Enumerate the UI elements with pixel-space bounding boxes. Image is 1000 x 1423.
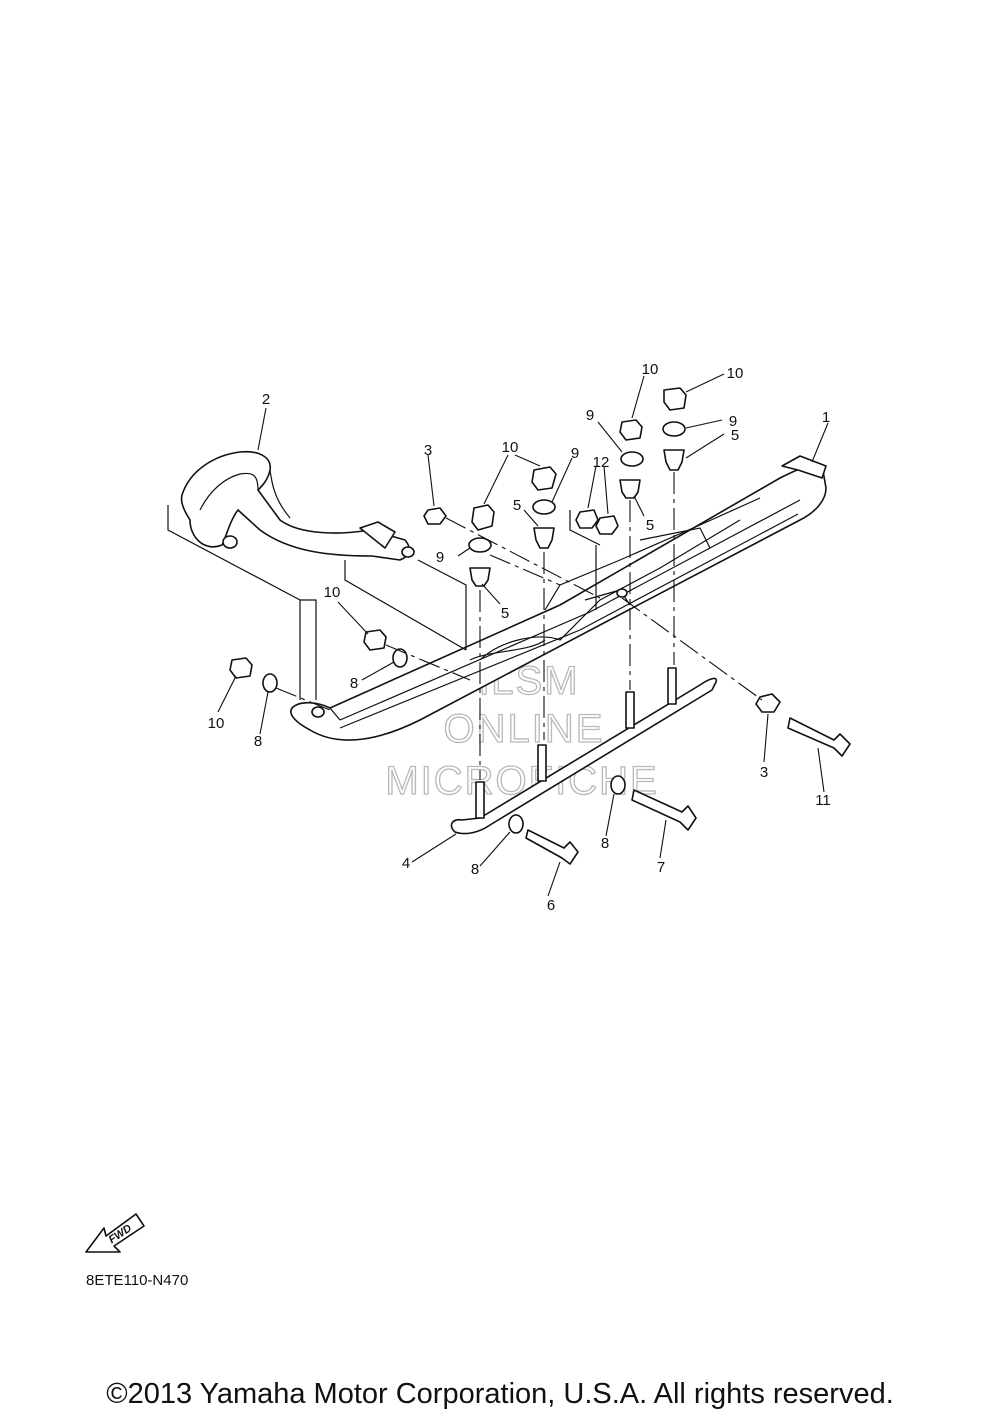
washer-8-c xyxy=(508,814,524,834)
collar-5-a xyxy=(469,567,491,587)
nut-10-a xyxy=(471,504,495,531)
hardware[interactable] xyxy=(229,387,851,865)
washer-8-a xyxy=(392,648,408,668)
callout-10-c: 10 xyxy=(727,365,744,382)
nut-10-d xyxy=(663,387,687,411)
ski[interactable] xyxy=(290,455,827,741)
washer-9-d xyxy=(662,421,686,437)
washer-9-b xyxy=(532,499,556,515)
nut-10-c xyxy=(619,419,643,441)
callout-2: 2 xyxy=(262,391,270,408)
callout-5-b: 5 xyxy=(501,605,509,622)
washer-9-a xyxy=(468,537,492,553)
copyright-notice: ©2013 Yamaha Motor Corporation, U.S.A. A… xyxy=(106,1378,894,1410)
bushing-3-top xyxy=(423,507,447,525)
callout-9-c: 9 xyxy=(586,407,594,424)
bolt-11 xyxy=(787,717,851,757)
callout-5-c: 5 xyxy=(646,517,654,534)
callout-5-a: 5 xyxy=(513,497,521,514)
callout-3-top: 3 xyxy=(424,442,432,459)
callout-3-right: 3 xyxy=(760,764,768,781)
collar-5-b xyxy=(533,527,555,549)
callouts: 1 2 3 3 4 5 5 5 5 6 7 8 8 8 8 9 9 9 9 10… xyxy=(208,361,831,914)
bushing-3-right xyxy=(755,693,781,713)
fwd-arrow-icon: FWD xyxy=(85,1213,145,1253)
spacer-12-a xyxy=(575,509,599,529)
callout-10-d: 10 xyxy=(324,584,341,601)
callout-1: 1 xyxy=(822,409,830,426)
callout-7: 7 xyxy=(657,859,665,876)
assembly-lines xyxy=(167,472,763,780)
callout-9-b: 9 xyxy=(571,445,579,462)
callout-4: 4 xyxy=(402,855,410,872)
nut-10-e xyxy=(363,629,387,651)
callout-9-a: 9 xyxy=(436,549,444,566)
bolt-6 xyxy=(525,829,579,865)
washer-9-c xyxy=(620,451,644,467)
callout-8-c: 8 xyxy=(471,861,479,878)
bolt-7 xyxy=(631,789,697,831)
callout-8-a: 8 xyxy=(350,675,358,692)
diagram-code: 8ETE110-N470 xyxy=(86,1272,189,1289)
nut-10-f xyxy=(229,657,253,679)
collar-5-d xyxy=(663,449,685,471)
callout-8-b: 8 xyxy=(254,733,262,750)
callout-11: 11 xyxy=(815,792,831,809)
callout-12: 12 xyxy=(593,454,610,471)
washer-8-d xyxy=(610,775,626,795)
collar-5-c xyxy=(619,479,641,499)
callout-5-d: 5 xyxy=(731,427,739,444)
nut-10-b xyxy=(531,466,557,491)
spacer-12-b xyxy=(595,515,619,535)
wear-bar[interactable] xyxy=(450,667,718,835)
callout-9-d: 9 xyxy=(729,413,737,430)
washer-8-b xyxy=(262,673,278,693)
callout-10-b: 10 xyxy=(642,361,659,378)
callout-10-a: 10 xyxy=(502,439,519,456)
ski-handle[interactable] xyxy=(180,450,415,561)
watermark-line-2: ONLINE xyxy=(444,707,605,751)
leader-lines xyxy=(217,373,829,897)
callout-6: 6 xyxy=(547,897,555,914)
callout-10-e: 10 xyxy=(208,715,225,732)
callout-8-d: 8 xyxy=(601,835,609,852)
